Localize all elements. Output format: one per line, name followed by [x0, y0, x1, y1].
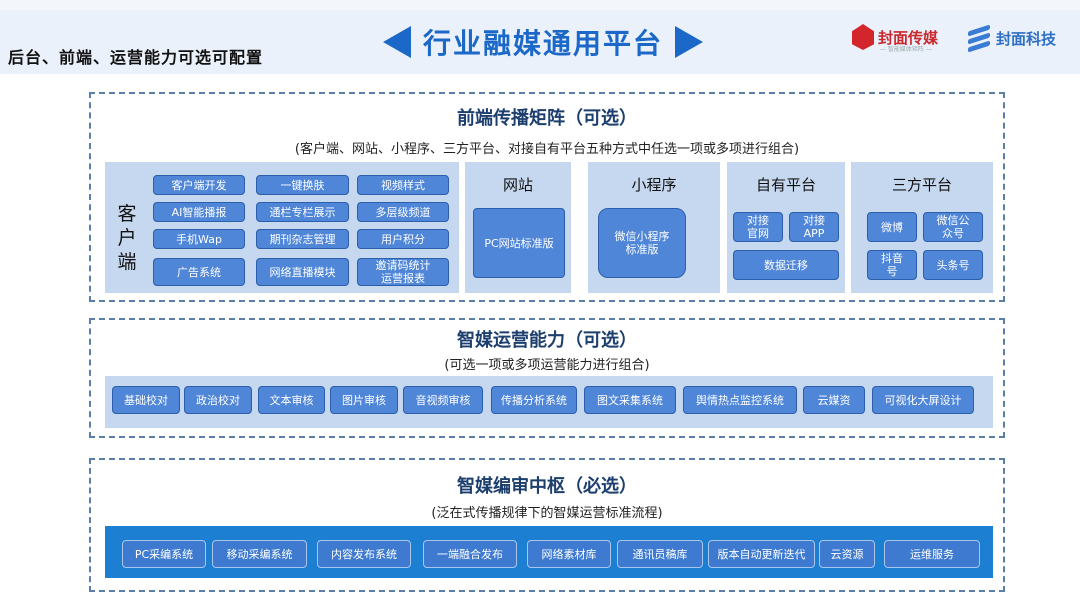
section1-subtitle: (客户端、网站、小程序、三方平台、对接自有平台五种方式中任选一项或多项进行组合)	[294, 142, 800, 157]
propagation-analysis-button[interactable]: 传播分析系统	[491, 386, 577, 414]
editorial-strip: PC采编系统 移动采编系统 内容发布系统 一端融合发布 网络素材库 通讯员稿库 …	[105, 526, 993, 578]
pc-website-button[interactable]: PC网站标准版	[473, 208, 565, 278]
section2-title: 智媒运营能力（可选）	[457, 330, 637, 351]
toutiao-button[interactable]: 头条号	[923, 250, 983, 280]
ai-broadcast-button[interactable]: AI智能播报	[153, 202, 245, 222]
third-party-panel: 三方平台 微博 微信公 众号 抖音 号 头条号	[851, 162, 993, 293]
unified-publish-button[interactable]: 一端融合发布	[423, 540, 517, 568]
fengmian-media-logo-icon	[852, 24, 874, 50]
wechat-miniprogram-button[interactable]: 微信小程序 标准版	[598, 208, 686, 278]
own-platform-panel: 自有平台 对接 官网 对接 APP 数据迁移	[727, 162, 845, 293]
title-group: 行业融媒通用平台	[368, 22, 718, 62]
miniprogram-label: 小程序	[631, 176, 677, 194]
logo1-name: 封面传媒	[878, 28, 939, 47]
right-arrow-icon	[675, 26, 703, 58]
frontend-matrix-section: 前端传播矩阵（可选） (客户端、网站、小程序、三方平台、对接自有平台五种方式中任…	[89, 92, 1005, 302]
political-proofread-button[interactable]: 政治校对	[184, 386, 252, 414]
cloud-resource-button[interactable]: 云资源	[819, 540, 875, 568]
client-label: 客户端	[117, 203, 137, 273]
weibo-button[interactable]: 微博	[867, 212, 917, 242]
fengmian-tech-logo-icon	[966, 24, 992, 53]
content-collection-button[interactable]: 图文采集系统	[584, 386, 676, 414]
section3-subtitle: (泛在式传播规律下的智媒运营标准流程)	[431, 506, 663, 521]
client-dev-button[interactable]: 客户端开发	[153, 175, 245, 195]
data-migration-button[interactable]: 数据迁移	[733, 250, 839, 280]
section3-title: 智媒编审中枢（必选）	[457, 476, 637, 497]
content-publish-button[interactable]: 内容发布系统	[317, 540, 411, 568]
third-party-label: 三方平台	[891, 176, 952, 194]
mobile-editing-button[interactable]: 移动采编系统	[212, 540, 307, 568]
header-bar: 后台、前端、运营能力可选可配置 行业融媒通用平台 封面传媒 — 智能媒体矩阵 —…	[0, 0, 1080, 74]
section1-title: 前端传播矩阵（可选）	[457, 108, 637, 129]
invite-code-report-button[interactable]: 邀请码统计 运营报表	[357, 258, 449, 286]
own-platform-label: 自有平台	[755, 176, 816, 194]
connect-website-button[interactable]: 对接 官网	[733, 212, 783, 242]
av-review-button[interactable]: 音视频审核	[403, 386, 483, 414]
header-subtitle: 后台、前端、运营能力可选可配置	[8, 48, 264, 67]
fengmian-media-logo: 封面传媒	[852, 24, 938, 50]
one-click-skin-button[interactable]: 一键换肤	[256, 175, 349, 195]
image-review-button[interactable]: 图片审核	[330, 386, 398, 414]
correspondent-library-button[interactable]: 通讯员稿库	[617, 540, 703, 568]
column-display-button[interactable]: 通栏专栏展示	[256, 202, 349, 222]
wechat-official-button[interactable]: 微信公 众号	[923, 212, 983, 242]
ad-system-button[interactable]: 广告系统	[153, 258, 245, 286]
auto-update-button[interactable]: 版本自动更新迭代	[708, 540, 815, 568]
pc-editing-button[interactable]: PC采编系统	[122, 540, 206, 568]
left-arrow-icon	[382, 26, 411, 58]
header-stripe	[0, 0, 1080, 10]
client-panel: 客户端 客户端开发 一键换肤 视频样式 AI智能播报 通栏专栏展示 多层级频道 …	[105, 162, 459, 293]
material-library-button[interactable]: 网络素材库	[527, 540, 611, 568]
logo1-subtext: — 智能媒体矩阵 —	[880, 46, 932, 53]
operations-panel: 基础校对 政治校对 文本审核 图片审核 音视频审核 传播分析系统 图文采集系统 …	[105, 376, 993, 428]
text-review-button[interactable]: 文本审核	[258, 386, 325, 414]
editorial-hub-section: 智媒编审中枢（必选） (泛在式传播规律下的智媒运营标准流程) PC采编系统 移动…	[89, 458, 1005, 592]
logo2-name: 封面科技	[996, 29, 1057, 48]
multilevel-channel-button[interactable]: 多层级频道	[357, 202, 449, 222]
user-points-button[interactable]: 用户积分	[357, 229, 449, 249]
video-style-button[interactable]: 视频样式	[357, 175, 449, 195]
opinion-monitor-button[interactable]: 舆情热点监控系统	[683, 386, 797, 414]
operations-section: 智媒运营能力（可选） (可选一项或多项运营能力进行组合) 基础校对 政治校对 文…	[89, 318, 1005, 438]
section2-subtitle: (可选一项或多项运营能力进行组合)	[444, 358, 650, 373]
basic-proofread-button[interactable]: 基础校对	[112, 386, 180, 414]
website-panel: 网站 PC网站标准版	[465, 162, 571, 293]
fengmian-tech-logo: 封面科技	[966, 24, 1057, 53]
page-title: 行业融媒通用平台	[422, 27, 663, 60]
connect-app-button[interactable]: 对接 APP	[789, 212, 839, 242]
live-stream-button[interactable]: 网络直播模块	[256, 258, 349, 286]
magazine-manage-button[interactable]: 期刊杂志管理	[256, 229, 349, 249]
visual-screen-button[interactable]: 可视化大屏设计	[872, 386, 974, 414]
mobile-wap-button[interactable]: 手机Wap	[153, 229, 245, 249]
website-label: 网站	[502, 176, 533, 194]
miniprogram-panel: 小程序 微信小程序 标准版	[588, 162, 720, 293]
cloud-assets-button[interactable]: 云媒资	[803, 386, 865, 414]
douyin-button[interactable]: 抖音 号	[867, 250, 917, 280]
ops-service-button[interactable]: 运维服务	[884, 540, 980, 568]
